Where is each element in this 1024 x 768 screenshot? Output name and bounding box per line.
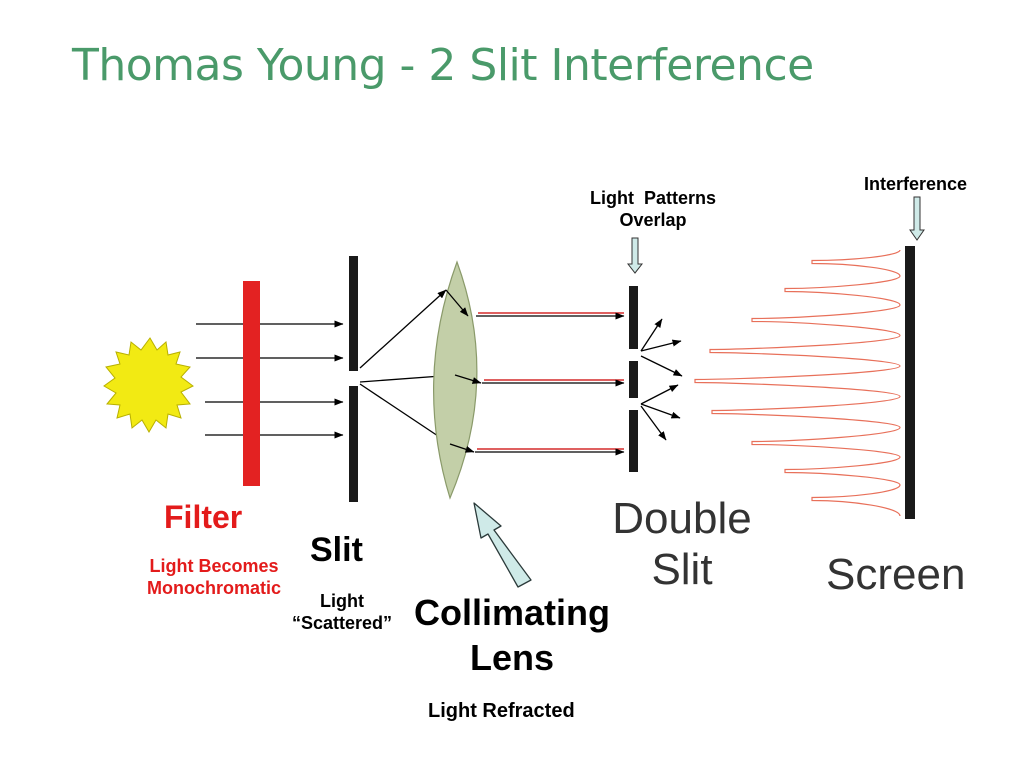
interference-label: Interference [864, 174, 968, 194]
screen-label: Screen [826, 550, 966, 599]
light-becomes-monochromatic-label: Light Becomes Monochromatic [124, 556, 304, 599]
interference-pointer-arrow-icon [909, 196, 925, 241]
light-becomes-monochromatic-line-1: Light Becomes [149, 556, 279, 576]
light-patterns-overlap-line-2: Overlap [619, 209, 687, 230]
diffracted-ray [640, 318, 663, 352]
single-slit [349, 256, 358, 502]
refraction-arrows [445, 289, 482, 453]
light-source-starburst-icon [103, 337, 194, 433]
double-slit-label: Double Slit [592, 494, 772, 595]
double-slit-bottom-bar [629, 410, 638, 472]
slit-label: Slit [310, 531, 363, 569]
diffracted-ray [640, 405, 667, 441]
diffracted-ray [640, 355, 683, 377]
collimated-beams [475, 312, 625, 456]
double-slit-middle-bar [629, 361, 638, 398]
overlap-pointer-arrow-icon [626, 237, 644, 274]
light-scattered-line-1: Light [320, 591, 364, 611]
light-refracted-label: Light Refracted [428, 700, 575, 722]
scattered-ray [359, 289, 447, 369]
slit-lower-bar [349, 386, 358, 502]
slide-title: Thomas Young - 2 Slit Interference [72, 40, 814, 91]
light-becomes-monochromatic-line-2: Monochromatic [146, 577, 281, 598]
scattered-ray [359, 383, 451, 445]
diffracted-ray [640, 339, 682, 352]
diffraction-arrows [640, 318, 683, 441]
diffracted-ray [640, 403, 681, 419]
interference-pattern-curve [694, 249, 901, 517]
collimating-lens-line-2: Lens [469, 637, 555, 678]
collimating-lens-label: Collimating Lens [392, 590, 632, 680]
screen-bar [905, 246, 915, 519]
incoming-rays [196, 320, 344, 439]
double-slit-line-1: Double [612, 494, 752, 543]
double-slit-line-2: Slit [651, 544, 713, 594]
collimating-lens [433, 260, 478, 500]
light-scattered-line-2: “Scattered” [291, 612, 393, 633]
refracted-ray [445, 289, 469, 317]
refracted-ray [449, 443, 475, 453]
light-patterns-overlap-line-1: Light Patterns [589, 188, 716, 208]
double-slit-top-bar [629, 286, 638, 349]
collimating-lens-line-1: Collimating [414, 592, 610, 633]
light-patterns-overlap-label: Light Patterns Overlap [566, 188, 740, 231]
slit-upper-bar [349, 256, 358, 371]
refracted-ray [454, 374, 482, 384]
diffracted-ray [640, 384, 679, 405]
filter-bar [243, 281, 260, 486]
lens-pointer-arrow-icon [473, 502, 532, 588]
light-scattered-label: Light “Scattered” [272, 591, 412, 634]
filter-label: Filter [164, 499, 243, 535]
double-slit [629, 286, 638, 472]
